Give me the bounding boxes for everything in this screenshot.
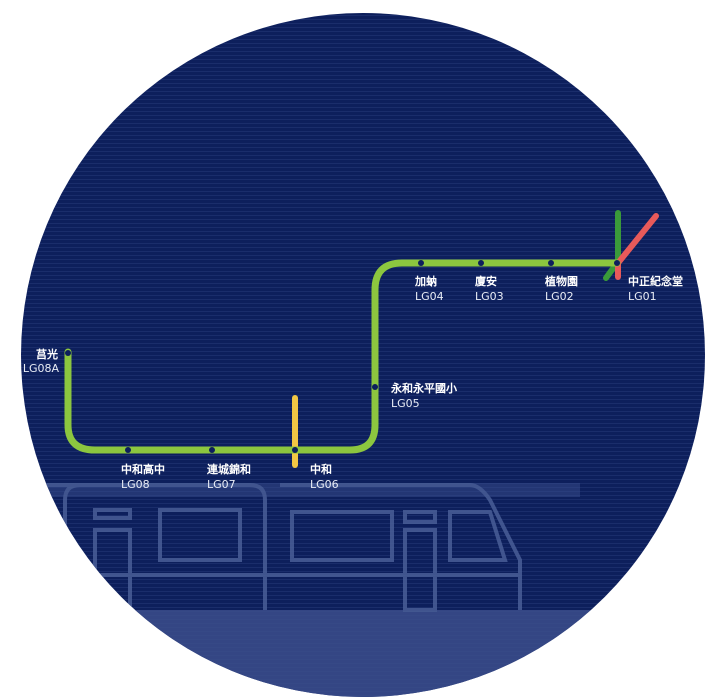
station-dot-lg02[interactable] [548, 260, 554, 266]
station-name: 中和高中 [121, 462, 165, 476]
station-dot-lg08[interactable] [125, 447, 131, 453]
station-dot-lg01[interactable] [614, 260, 620, 266]
station-dot-lg06[interactable] [292, 447, 298, 453]
station-name: 連城錦和 [207, 462, 251, 476]
station-dot-lg04[interactable] [418, 260, 424, 266]
light-rail-line [64, 259, 621, 454]
station-code: LG08 [121, 478, 150, 491]
station-code: LG03 [475, 290, 504, 303]
station-dot-lg08a[interactable] [65, 350, 71, 356]
station-name: 中和 [310, 462, 332, 476]
station-name: 植物園 [544, 274, 578, 288]
station-code: LG01 [628, 290, 657, 303]
station-code: LG06 [310, 478, 339, 491]
station-code: LG08A [23, 362, 60, 375]
station-dot-lg03[interactable] [478, 260, 484, 266]
station-dot-lg05[interactable] [372, 384, 378, 390]
station-name: 永和永平國小 [390, 381, 457, 395]
station-code: LG02 [545, 290, 574, 303]
station-name: 廈安 [475, 274, 497, 288]
station-dot-lg07[interactable] [209, 447, 215, 453]
station-name: 加蚋 [414, 274, 437, 288]
station-code: LG05 [391, 397, 420, 410]
station-code: LG04 [415, 290, 444, 303]
station-name: 莒光 [36, 347, 58, 361]
station-name: 中正紀念堂 [628, 274, 683, 288]
station-code: LG07 [207, 478, 236, 491]
